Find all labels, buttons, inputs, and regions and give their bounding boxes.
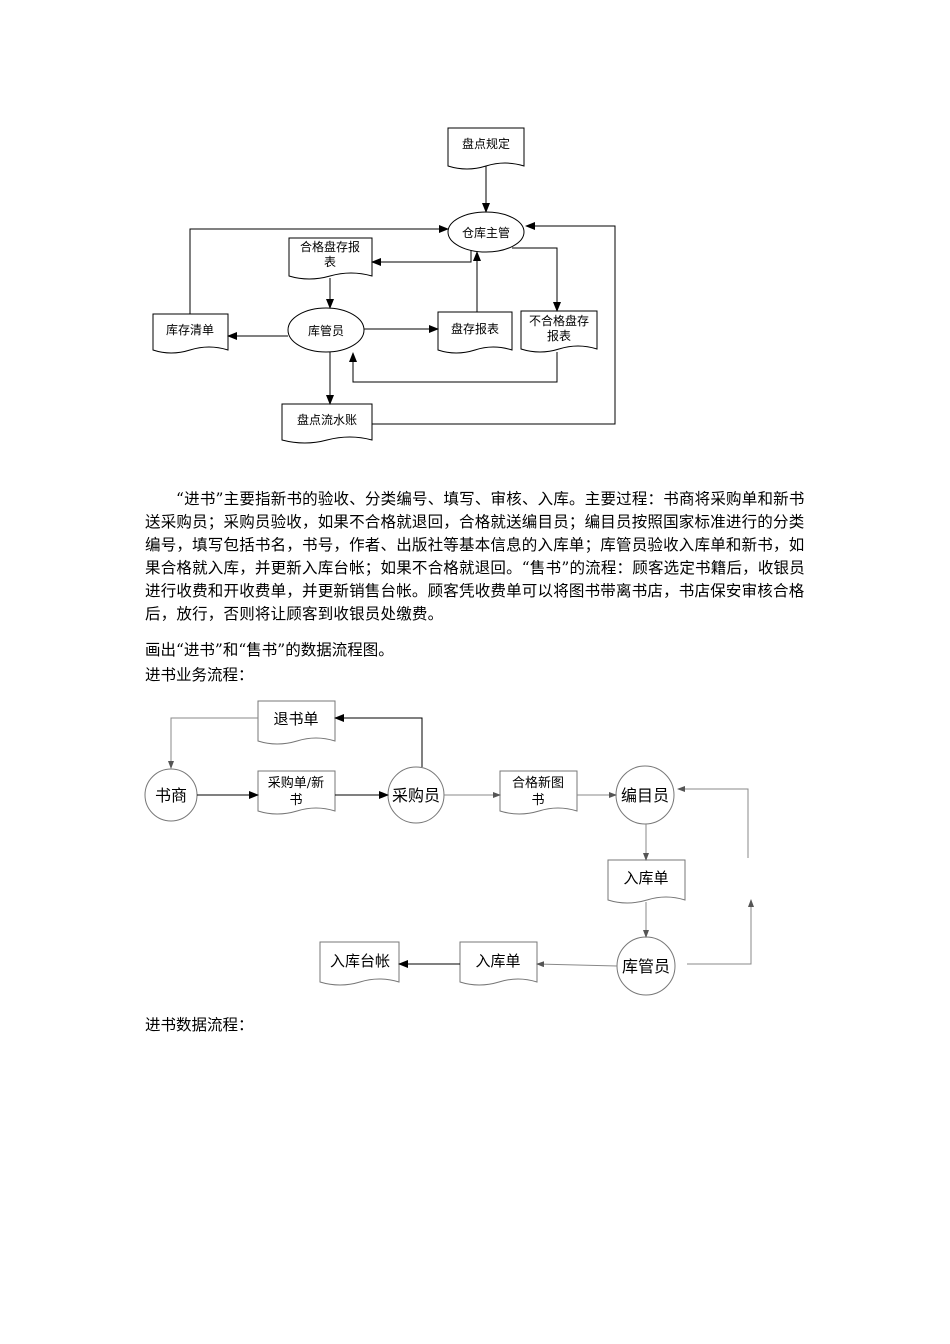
inventory-ledger-doc: 盘点流水账 — [281, 403, 373, 444]
warehouse-manager-node: 仓库主管 — [447, 211, 525, 253]
stocklist-to-manager-arrow — [189, 225, 449, 314]
qualified-report-doc: 合格盘存报 表 — [288, 237, 373, 280]
purchaser-label: 采购员 — [392, 786, 440, 805]
keeper-return-line — [687, 899, 754, 965]
warehouse-manager-label: 仓库主管 — [462, 225, 510, 240]
cataloger-return-arrow — [677, 786, 749, 858]
unqualified-report-label-1: 不合格盘存 — [529, 313, 589, 328]
warehouse-entry-doc-1: 入库单 — [607, 859, 686, 904]
ledger-to-manager-arrow — [372, 222, 616, 425]
purchaser-node: 采购员 — [387, 766, 445, 824]
inventory-report-label: 盘存报表 — [451, 321, 499, 336]
cataloger-node: 编目员 — [615, 765, 675, 825]
unqualified-report-label-2: 报表 — [547, 328, 571, 343]
po-newbook-label-2: 书 — [289, 793, 302, 808]
return-list-doc: 退书单 — [257, 700, 336, 745]
stock-keeper-label: 库管员 — [308, 323, 344, 338]
stock-list-doc: 库存清单 — [152, 313, 229, 354]
inventory-report-doc: 盘存报表 — [437, 311, 513, 354]
book-purchase-flow-diagram: 退书单 采购单/新 书 合格新图 书 入库单 入库单 入库台帐 书商 采购员 编… — [144, 700, 754, 996]
stock-list-label: 库存清单 — [166, 322, 214, 337]
manager-to-unqualified-arrow — [512, 247, 561, 312]
qualified-newbook-label-1: 合格新图 — [512, 775, 564, 791]
purchaser-to-return-arrow — [334, 714, 423, 767]
warehouse-entry-label-2: 入库单 — [475, 952, 520, 970]
process-description: “进书”主要指新书的验收、分类编号、填写、审核、入库。主要过程：书商将采购单和新… — [145, 490, 805, 623]
po-newbook-label-1: 采购单/新 — [268, 775, 324, 791]
qualified-newbook-label-2: 书 — [531, 793, 544, 808]
return-to-bookseller-arrow — [168, 717, 258, 769]
cataloger-label: 编目员 — [621, 786, 669, 805]
qualified-report-label-1: 合格盘存报 — [300, 239, 360, 254]
qualified-report-label-2: 表 — [324, 255, 336, 269]
return-list-label: 退书单 — [273, 710, 318, 728]
keeper-to-entry2-arrow — [536, 961, 618, 968]
warehouse-ledger-doc: 入库台帐 — [319, 941, 400, 986]
stock-keeper-label-2: 库管员 — [622, 957, 670, 976]
inventory-ledger-label: 盘点流水账 — [297, 412, 357, 427]
manager-to-qualified-arrow — [371, 250, 472, 266]
qualified-newbook-doc: 合格新图 书 — [499, 770, 578, 815]
unqualified-report-doc: 不合格盘存 报表 — [520, 310, 598, 353]
po-newbook-doc: 采购单/新 书 — [257, 770, 336, 815]
warehouse-entry-doc-2: 入库单 — [459, 941, 538, 986]
warehouse-ledger-label: 入库台帐 — [330, 952, 390, 970]
business-flow-title: 进书业务流程： — [145, 666, 254, 684]
unqualified-to-keeper-arrow — [349, 352, 558, 383]
warehouse-entry-label-1: 入库单 — [623, 869, 668, 887]
bookseller-label: 书商 — [155, 786, 187, 805]
inventory-rules-label: 盘点规定 — [462, 136, 510, 151]
inventory-flow-diagram: 盘点规定 合格盘存报 表 库存清单 盘存报表 不合格盘存 报表 盘点流水账 仓库… — [152, 127, 616, 444]
bookseller-node: 书商 — [144, 768, 198, 822]
data-flow-title: 进书数据流程： — [145, 1016, 254, 1034]
inventory-rules-doc: 盘点规定 — [447, 127, 525, 170]
stock-keeper-node-2: 库管员 — [616, 936, 676, 996]
draw-instruction: 画出“进书”和“售书”的数据流程图。 — [145, 641, 394, 659]
